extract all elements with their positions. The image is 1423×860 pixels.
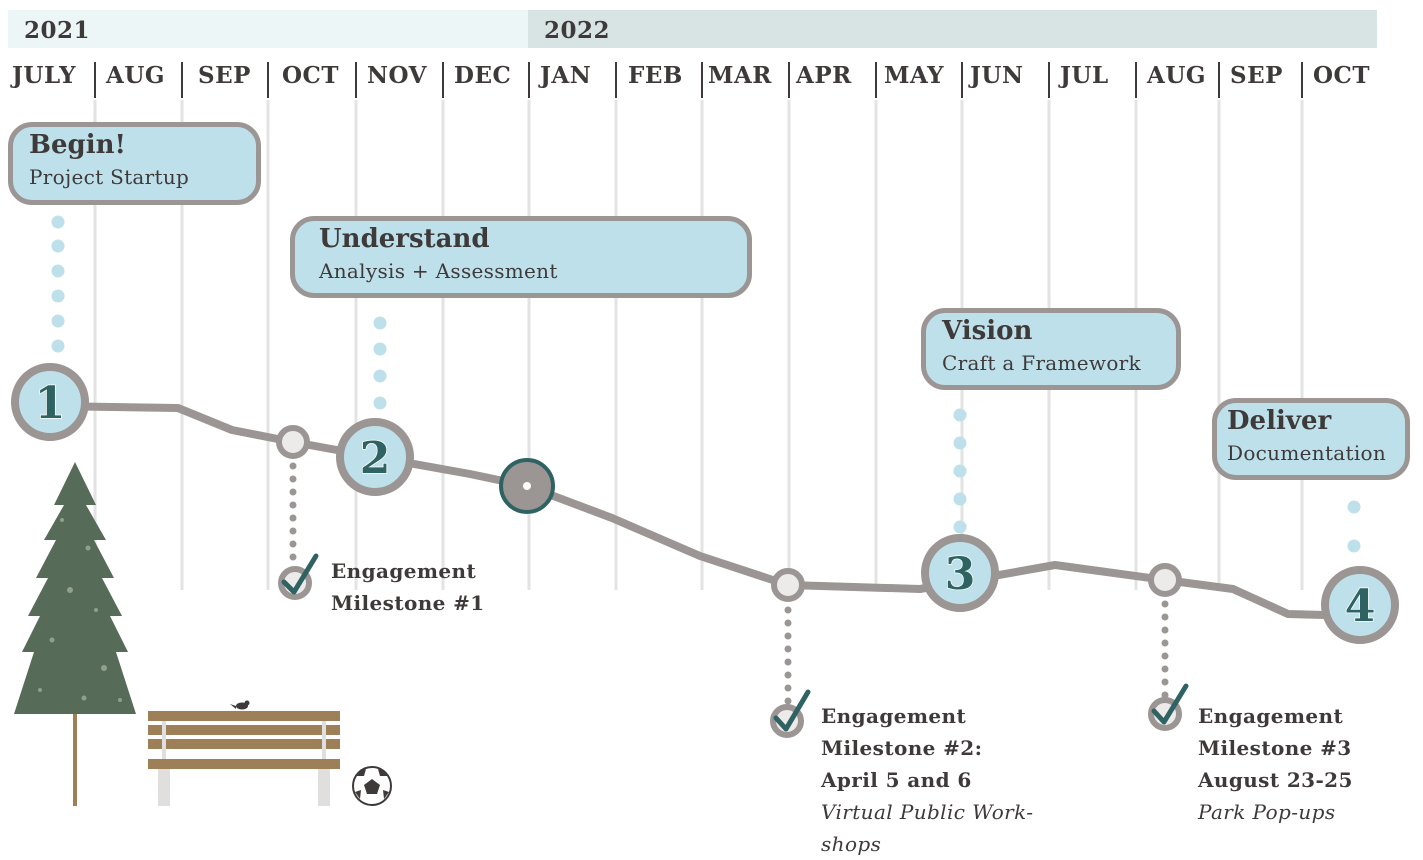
phase-subtitle-begin: Project Startup (29, 165, 190, 189)
phase-number-2: 2 (360, 433, 391, 484)
small-path-nodes (276, 425, 1182, 602)
milestone-1-text: Engagement Milestone #1 (331, 555, 485, 619)
milestone-3-line1: Engagement (1198, 704, 1344, 728)
month-label-mar-2022: MAR (708, 62, 772, 89)
phase-circle-2 (336, 418, 414, 496)
month-label-jan-2022: JAN (540, 62, 592, 89)
month-separators (94, 62, 1303, 98)
milestone-1-line1: Engagement (331, 559, 477, 583)
bird-on-bench (230, 700, 250, 710)
year-header-2022: 2022 (528, 10, 1377, 48)
milestone-check-icon-1 (278, 553, 319, 600)
month-label-sep-2021: SEP (198, 62, 251, 89)
phase-subtitle-understand: Analysis + Assessment (319, 259, 558, 283)
milestone-check-icon-2 (770, 689, 811, 738)
phase-title-begin: Begin! (29, 130, 126, 160)
phase-number-circles (11, 363, 1399, 644)
milestone-3-line2: Milestone #3 (1198, 736, 1352, 760)
milestone-check-icon-3 (1148, 683, 1189, 731)
phase-number-4: 4 (1345, 581, 1376, 632)
phase-box-understand: Understand Analysis + Assessment (290, 216, 752, 298)
month-label-aug-2022: AUG (1147, 62, 1207, 89)
pine-tree-illustration (14, 462, 136, 806)
phase-subtitle-vision: Craft a Framework (942, 351, 1141, 375)
phase-box-vision: Vision Craft a Framework (921, 308, 1181, 390)
phase-box-deliver: Deliver Documentation (1212, 398, 1410, 480)
month-label-may-2022: MAY (884, 62, 945, 89)
milestone-2-note: Virtual Public Work-shops (821, 800, 1034, 856)
milestone-3-date: August 23-25 (1198, 768, 1353, 792)
month-label-jul-2022: JUL (1060, 62, 1109, 89)
month-label-dec-2021: DEC (454, 62, 512, 89)
phase-number-1: 1 (35, 378, 66, 429)
milestone-2-text: Engagement Milestone #2: April 5 and 6 V… (821, 700, 1051, 860)
phase-title-vision: Vision (942, 316, 1033, 346)
milestone-2-line1: Engagement (821, 704, 967, 728)
milestone-3-note: Park Pop-ups (1198, 800, 1336, 824)
milestone-2-date: April 5 and 6 (821, 768, 972, 792)
month-label-oct-2022: OCT (1313, 62, 1370, 89)
phase-box-begin: Begin! Project Startup (8, 122, 261, 205)
phase-circle-4 (1321, 566, 1399, 644)
month-label-jun-2022: JUN (970, 62, 1024, 89)
year-label-2021: 2021 (24, 17, 91, 44)
phase-dot-connectors (51, 215, 1361, 553)
milestone-3-text: Engagement Milestone #3 August 23-25 Par… (1198, 700, 1353, 828)
month-label-sep-2022: SEP (1230, 62, 1283, 89)
year-header-2021: 2021 (8, 10, 528, 48)
phase-number-3: 3 (945, 549, 976, 600)
month-label-nov-2021: NOV (367, 62, 427, 89)
phase-subtitle-deliver: Documentation (1227, 441, 1387, 465)
phase-number-labels: 1 2 3 4 (34, 377, 1376, 633)
month-label-apr-2022: APR (796, 62, 852, 89)
current-date-marker (499, 458, 555, 514)
month-label-july-2021: JULY (12, 62, 77, 89)
phase-title-deliver: Deliver (1227, 406, 1332, 436)
park-bench-illustration (148, 700, 340, 806)
phase-circle-3 (921, 534, 999, 612)
phase-circle-1 (11, 363, 89, 441)
timeline-path (46, 402, 1364, 620)
phase-title-understand: Understand (319, 224, 490, 254)
milestone-dot-connectors (289, 462, 1169, 705)
milestone-2-line2: Milestone #2: (821, 736, 983, 760)
month-label-feb-2022: FEB (628, 62, 683, 89)
year-label-2022: 2022 (544, 17, 611, 44)
month-label-oct-2021: OCT (282, 62, 339, 89)
milestone-1-line2: Milestone #1 (331, 591, 485, 615)
month-label-aug-2021: AUG (106, 62, 166, 89)
soccer-ball-illustration (352, 766, 392, 806)
